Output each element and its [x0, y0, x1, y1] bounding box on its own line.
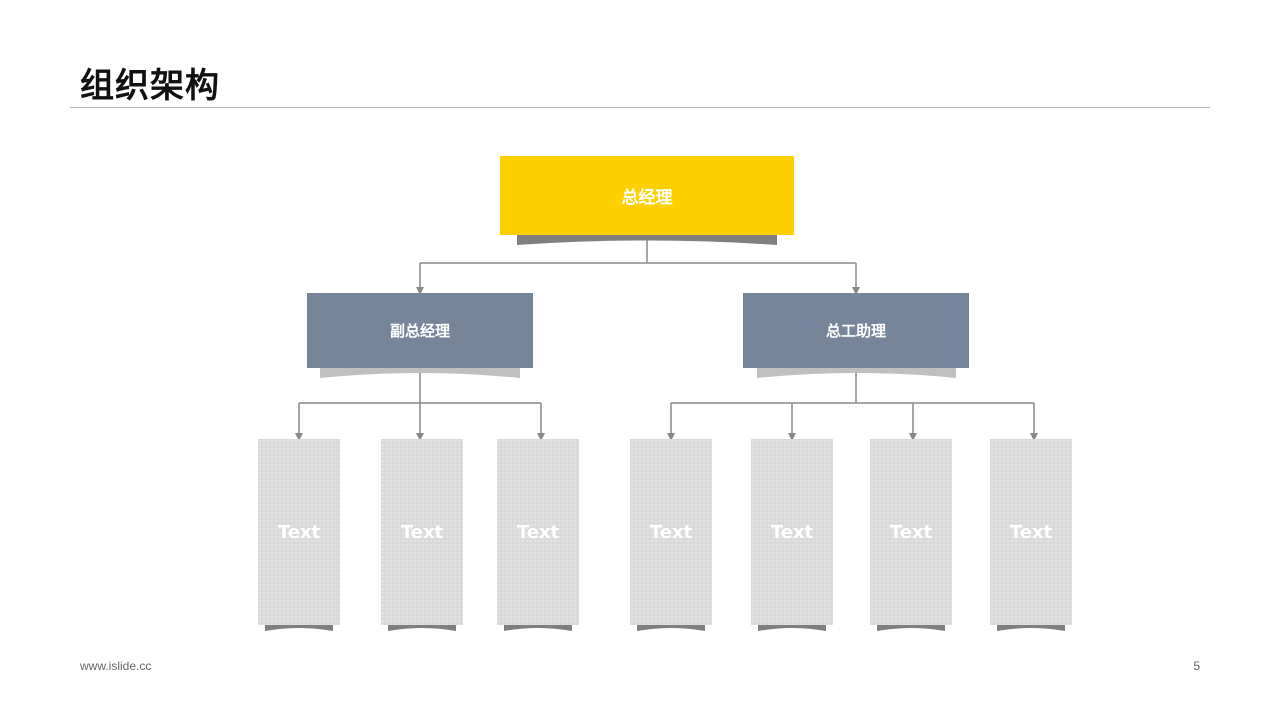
org-leaf-label: Text — [277, 521, 321, 543]
box-shadow — [758, 624, 826, 631]
box-shadow — [877, 624, 945, 631]
org-leaf-label: Text — [649, 521, 693, 543]
org-leaf-node: Text — [870, 439, 952, 625]
box-shadow — [504, 624, 572, 631]
page-number: 5 — [1193, 659, 1200, 673]
org-leaf-node: Text — [990, 439, 1072, 625]
org-leaf-label: Text — [400, 521, 444, 543]
org-node-chief-eng-assistant: 总工助理 — [743, 293, 969, 368]
footer-url: www.islide.cc — [80, 659, 152, 673]
box-shadow — [757, 367, 956, 378]
box-shadow — [997, 624, 1065, 631]
title-divider — [70, 107, 1210, 108]
org-leaf-label: Text — [770, 521, 814, 543]
org-leaf-node: Text — [630, 439, 712, 625]
org-node-label: 总经理 — [621, 188, 673, 208]
org-leaf-node: Text — [497, 439, 579, 625]
org-node-label: 总工助理 — [825, 322, 886, 340]
org-node-deputy-gm: 副总经理 — [307, 293, 533, 368]
org-leaf-node: Text — [258, 439, 340, 625]
org-node-ceo: 总经理 — [500, 156, 794, 235]
org-leaf-label: Text — [516, 521, 560, 543]
box-shadow — [637, 624, 705, 631]
org-leaf-label: Text — [889, 521, 933, 543]
box-shadow — [265, 624, 333, 631]
box-shadow — [388, 624, 456, 631]
box-shadow — [320, 367, 520, 378]
box-shadow — [517, 234, 777, 245]
org-leaf-node: Text — [381, 439, 463, 625]
page-title: 组织架构 — [80, 66, 220, 106]
org-leaf-label: Text — [1009, 521, 1053, 543]
org-node-label: 副总经理 — [389, 322, 450, 340]
org-leaf-node: Text — [751, 439, 833, 625]
